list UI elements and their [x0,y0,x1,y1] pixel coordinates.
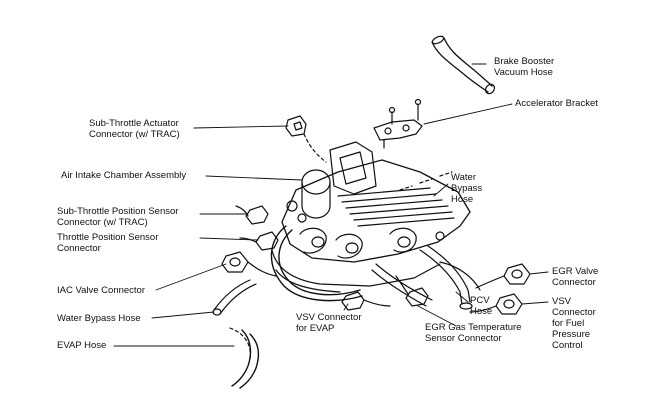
label-accelerator-bracket: Accelerator Bracket [515,98,598,109]
label-pcv-hose: PCV Hose [470,295,493,317]
label-sub-throttle-position-sensor-connector: Sub-Throttle Position Sensor Connector (… [57,206,179,228]
label-evap-hose: EVAP Hose [57,340,107,351]
vsv-connector-evap-part [341,291,391,311]
label-sub-throttle-actuator-connector: Sub-Throttle Actuator Connector (w/ TRAC… [89,118,180,140]
egr-gas-temperature-sensor-connector-part [395,275,429,307]
label-water-bypass-hose-lower: Water Bypass Hose [57,313,141,324]
air-intake-chamber-assembly [270,141,481,310]
accelerator-bracket [373,98,423,149]
water-bypass-hose-part [212,279,257,316]
label-throttle-position-sensor-connector: Throttle Position Sensor Connector [57,232,159,254]
vsv-connector-fuel-pressure-part [469,293,523,315]
leader-lines [113,63,549,347]
label-vsv-connector-evap: VSV Connector for EVAP [296,312,362,334]
iac-valve-connector-part [221,251,277,277]
label-iac-valve-connector: IAC Valve Connector [57,285,146,296]
evap-hose-part [229,327,260,389]
sub-throttle-actuator-connector-part [285,115,327,163]
label-brake-booster-vacuum-hose: Brake Booster Vacuum Hose [494,56,555,78]
label-egr-gas-temperature-sensor-connector: EGR Gas Temperature Sensor Connector [425,322,522,344]
label-vsv-connector-fuel-pressure-control: VSV Connector for Fuel Pressure Control [552,296,596,351]
brake-booster-hose [431,35,496,95]
sub-throttle-position-sensor-connector-part [235,205,269,225]
egr-valve-connector-part [475,263,531,289]
label-air-intake-chamber-assembly: Air Intake Chamber Assembly [61,170,187,181]
label-egr-valve-connector: EGR Valve Connector [552,266,599,288]
label-water-bypass-hose-upper: Water Bypass Hose [451,172,483,205]
